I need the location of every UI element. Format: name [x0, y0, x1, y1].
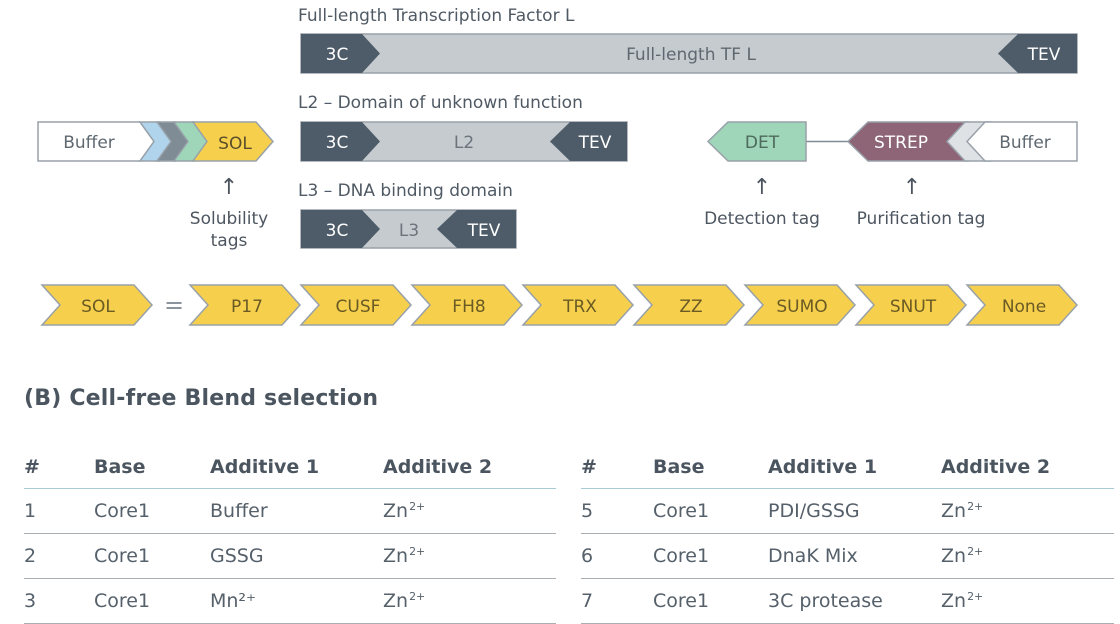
sol-row-key-chevron	[40, 284, 154, 326]
row-base: Core1	[653, 578, 768, 624]
equals-sign: =	[164, 291, 184, 319]
sol-option-chevron	[965, 284, 1079, 326]
table-row: 3 Core1 Mn²⁺ Zn2+	[24, 578, 556, 624]
row-base: Core1	[94, 578, 210, 624]
row-base: Core1	[653, 488, 768, 534]
strep-label: STREP	[874, 133, 928, 153]
sol-option-label: SUMO	[776, 297, 827, 317]
header-base: Base	[653, 446, 768, 489]
row-additive-2: Zn2+	[941, 533, 1114, 579]
header-additive-2: Additive 2	[941, 446, 1114, 489]
table-header-row: # Base Additive 1 Additive 2	[24, 446, 556, 489]
row-base: Core1	[94, 533, 210, 579]
row-additive-2: Zn2+	[383, 533, 556, 579]
row-num: 7	[581, 578, 653, 624]
left-sol-tag	[191, 121, 274, 162]
solubility-up-arrow-icon: ↑	[220, 175, 238, 200]
sol-option-chevron	[188, 284, 302, 326]
sol-option-label: ZZ	[679, 297, 702, 317]
full-length-body-label: Full-length TF L	[626, 45, 756, 65]
right-buffer-block	[965, 121, 1078, 162]
header-base: Base	[94, 446, 210, 489]
table-row: 5 Core1 PDI/GSSG Zn2+	[581, 488, 1114, 534]
sol-option-chevron	[521, 284, 635, 326]
l2-body-label: L2	[454, 133, 474, 153]
sol-option-chevron	[632, 284, 746, 326]
sol-option-chevron	[299, 284, 413, 326]
det-tag	[706, 121, 807, 162]
l3-body-label: L3	[399, 221, 419, 241]
solubility-caption-line2: tags	[211, 231, 248, 251]
full-length-tev-label: TEV	[1027, 45, 1061, 65]
left-buffer-label: Buffer	[63, 133, 115, 153]
detection-up-arrow-icon: ↑	[753, 175, 771, 200]
row-additive-1: DnaK Mix	[768, 533, 941, 579]
header-num: #	[24, 446, 94, 489]
full-length-3c-label: 3C	[326, 45, 349, 65]
sol-option-chevron	[410, 284, 524, 326]
header-additive-1: Additive 1	[768, 446, 941, 489]
full-length-bar	[300, 33, 1078, 74]
l2-title: L2 – Domain of unknown function	[298, 93, 583, 113]
blend-table-right: # Base Additive 1 Additive 2 5 Core1 PDI…	[581, 446, 1114, 624]
l2-tev-label: TEV	[578, 133, 612, 153]
table-row: 6 Core1 DnaK Mix Zn2+	[581, 533, 1114, 579]
det-label: DET	[745, 133, 780, 153]
right-buffer-label: Buffer	[999, 133, 1051, 153]
full-length-3c-tag	[301, 34, 380, 73]
sol-option-label: P17	[231, 297, 263, 317]
row-additive-2: Zn2+	[941, 578, 1114, 624]
sol-options-group: P17 CUSF FH8 TRX ZZ SUMO SNUT None	[188, 284, 1079, 326]
sol-option-label: CUSF	[336, 297, 381, 317]
full-length-tev-tag	[998, 34, 1077, 73]
row-additive-2: Zn2+	[941, 488, 1114, 534]
l3-title: L3 – DNA binding domain	[298, 181, 513, 201]
l3-tev-label: TEV	[467, 221, 501, 241]
header-num: #	[581, 446, 653, 489]
row-additive-1: 3C protease	[768, 578, 941, 624]
row-additive-1: Buffer	[210, 488, 383, 534]
section-title: (B) Cell-free Blend selection	[24, 386, 379, 411]
row-additive-1: PDI/GSSG	[768, 488, 941, 534]
row-num: 5	[581, 488, 653, 534]
row-additive-1: Mn²⁺	[210, 578, 383, 624]
header-additive-2: Additive 2	[383, 446, 556, 489]
l2-3c-label: 3C	[326, 133, 349, 153]
sol-option-label: SNUT	[890, 297, 937, 317]
row-additive-1: GSSG	[210, 533, 383, 579]
l3-tev-tag	[437, 210, 516, 248]
row-additive-2: Zn2+	[383, 488, 556, 534]
sol-option-label: TRX	[562, 297, 597, 317]
header-additive-1: Additive 1	[210, 446, 383, 489]
sol-row-key-label: SOL	[81, 297, 115, 317]
row-base: Core1	[653, 533, 768, 579]
l2-3c-tag	[301, 122, 380, 161]
left-sol-label: SOL	[218, 134, 252, 154]
row-additive-2: Zn2+	[383, 578, 556, 624]
solubility-caption-line1: Solubility	[190, 209, 268, 229]
l2-tev-tag	[550, 122, 627, 161]
table-row: 1 Core1 Buffer Zn2+	[24, 488, 556, 534]
sol-option-chevron	[743, 284, 857, 326]
detection-tag-caption: Detection tag	[704, 209, 820, 229]
table-row: 7 Core1 3C protease Zn2+	[581, 578, 1114, 624]
sol-option-chevron	[854, 284, 968, 326]
sol-option-label: FH8	[452, 297, 485, 317]
table-row: 2 Core1 GSSG Zn2+	[24, 533, 556, 579]
construct-diagram: Full-length Transcription Factor L 3C Fu…	[37, 6, 1079, 326]
purification-tag-caption: Purification tag	[857, 209, 986, 229]
row-num: 3	[24, 578, 94, 624]
full-length-title: Full-length Transcription Factor L	[298, 6, 575, 26]
l3-3c-tag	[301, 210, 380, 248]
row-num: 1	[24, 488, 94, 534]
row-base: Core1	[94, 488, 210, 534]
table-header-row: # Base Additive 1 Additive 2	[581, 446, 1114, 489]
row-num: 2	[24, 533, 94, 579]
sol-option-label: None	[1002, 297, 1046, 317]
purification-up-arrow-icon: ↑	[903, 175, 921, 200]
row-num: 6	[581, 533, 653, 579]
blend-table-left: # Base Additive 1 Additive 2 1 Core1 Buf…	[24, 446, 556, 624]
l3-3c-label: 3C	[326, 221, 349, 241]
